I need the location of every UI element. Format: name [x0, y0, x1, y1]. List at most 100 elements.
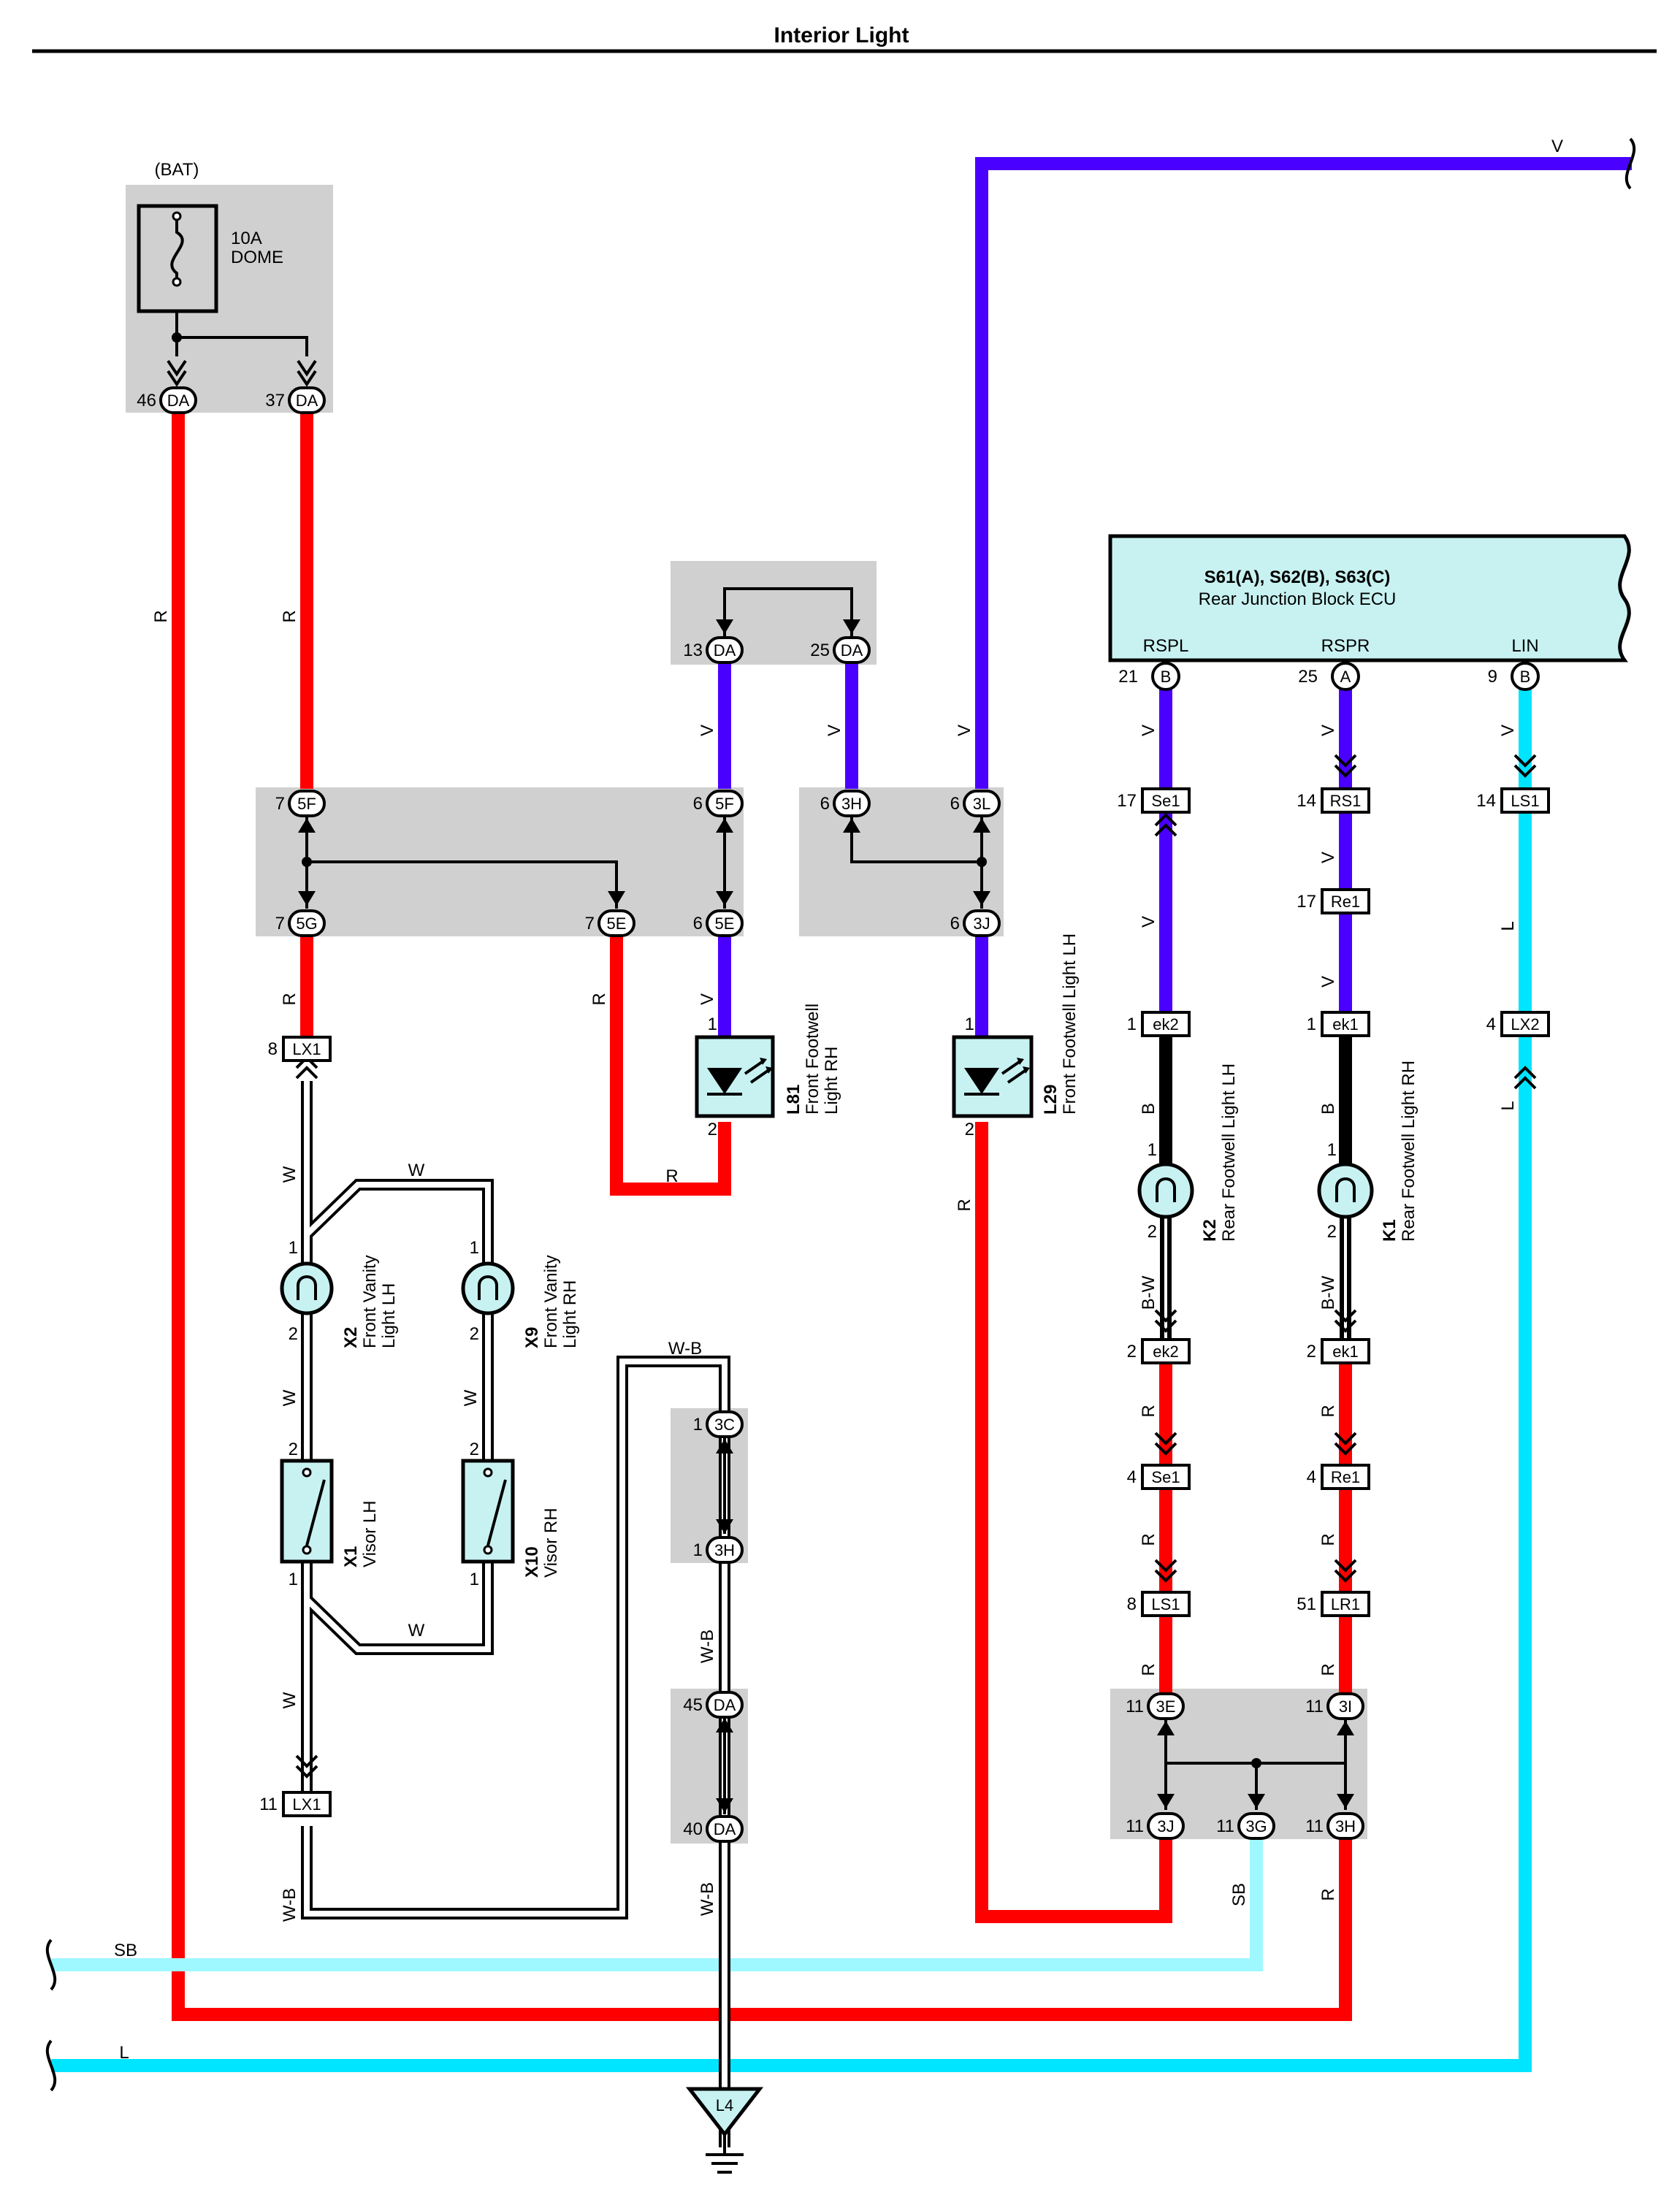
svg-text:46: 46 [137, 391, 156, 410]
wire-label: W-B [280, 1888, 299, 1922]
svg-text:3C: 3C [714, 1416, 735, 1434]
wire-label: R [1139, 1663, 1158, 1676]
wire-label: V [1498, 725, 1518, 736]
svg-text:LX2: LX2 [1511, 1015, 1539, 1034]
ecu-title: S61(A), S62(B), S63(C) [1204, 568, 1391, 587]
svg-text:11: 11 [1216, 1816, 1234, 1836]
svg-text:17: 17 [1117, 791, 1137, 811]
svg-text:3I: 3I [1339, 1697, 1352, 1716]
svg-text:K1: K1 [1380, 1219, 1400, 1242]
svg-text:2: 2 [1148, 1222, 1157, 1242]
svg-text:40: 40 [683, 1819, 703, 1839]
wire-label: R [955, 1199, 974, 1211]
svg-text:2: 2 [708, 1120, 717, 1139]
wire-label: B [1139, 1103, 1158, 1115]
connector-6-5f: 5F6 [693, 790, 744, 817]
svg-text:1: 1 [965, 1015, 974, 1034]
wire-label: R [1318, 1405, 1338, 1417]
fuse-block [126, 185, 333, 413]
wire-breaks [45, 137, 1636, 2092]
svg-text:DA: DA [714, 641, 736, 660]
wire-label: R [280, 993, 299, 1005]
svg-text:14: 14 [1297, 791, 1316, 811]
svg-text:10A: 10A [231, 229, 262, 248]
ecu-rear-junction-block: S61(A), S62(B), S63(C) Rear Junction Blo… [1108, 534, 1631, 691]
svg-text:Rear Footwell Light RH: Rear Footwell Light RH [1399, 1061, 1419, 1242]
svg-text:37: 37 [265, 391, 285, 410]
svg-text:X2: X2 [341, 1327, 361, 1348]
page-title: Interior Light [774, 23, 909, 47]
svg-text:6: 6 [950, 794, 960, 814]
svg-text:1: 1 [1307, 1015, 1316, 1034]
svg-text:LR1: LR1 [1331, 1595, 1360, 1613]
ecu-name: Rear Junction Block ECU [1199, 589, 1397, 609]
ecu-pin-lin: LIN [1511, 636, 1538, 656]
svg-text:Rear Footwell Light LH: Rear Footwell Light LH [1219, 1063, 1239, 1242]
wire-label: L [1498, 921, 1518, 931]
connector-11-3e: 3E 11 [1126, 1692, 1185, 1720]
wire-label: L [119, 2043, 129, 2063]
wire-label: W-B [698, 1882, 717, 1916]
svg-text:6: 6 [693, 914, 703, 933]
junction-arrows [298, 619, 1354, 1813]
connector-6-5e: 5E 6 [693, 909, 744, 937]
light-l81: L81 Front Footwell Light RH [695, 1004, 841, 1118]
svg-text:3E: 3E [1156, 1697, 1176, 1716]
svg-text:3H: 3H [841, 795, 862, 813]
svg-text:11: 11 [259, 1795, 278, 1814]
ecu-pin-rspl: RSPL [1143, 636, 1189, 656]
junction-dots [302, 857, 1261, 1768]
switch-x10: X10 Visor RH [461, 1459, 561, 1578]
wire-label: W [280, 1692, 299, 1708]
connector-7-5e: 5E7 [585, 909, 635, 937]
connector-7-5f: 5F7 [275, 790, 326, 817]
svg-text:3L: 3L [973, 795, 990, 813]
svg-text:RS1: RS1 [1330, 792, 1362, 810]
wire-label: V [825, 725, 844, 736]
svg-text:(BAT): (BAT) [155, 160, 199, 180]
wire-label: R [151, 610, 171, 622]
svg-text:11: 11 [1126, 1697, 1144, 1716]
svg-text:2: 2 [965, 1120, 974, 1139]
svg-text:X10: X10 [522, 1546, 542, 1578]
ecu-pin-9: 9 B [1488, 662, 1540, 691]
wire-v-top [975, 157, 1632, 789]
wire-label: W [408, 1621, 425, 1640]
svg-text:DA: DA [714, 1820, 736, 1838]
svg-text:LS1: LS1 [1151, 1595, 1180, 1613]
svg-text:Front Footwell: Front Footwell [803, 1004, 822, 1115]
svg-text:1: 1 [470, 1570, 479, 1589]
wire-label: V [698, 725, 717, 736]
connector-6-3h: 3H6 [820, 790, 871, 817]
svg-text:Se1: Se1 [1151, 792, 1180, 810]
wire-label: B-W [1139, 1275, 1158, 1310]
svg-text:L81: L81 [784, 1085, 803, 1115]
svg-text:5F: 5F [297, 795, 316, 813]
svg-text:1: 1 [693, 1415, 703, 1434]
svg-text:1: 1 [289, 1238, 298, 1258]
wire-label: W [280, 1389, 299, 1406]
svg-text:3H: 3H [1335, 1817, 1356, 1835]
bulb-k2: K2 Rear Footwell Light LH [1137, 1063, 1239, 1242]
svg-text:7: 7 [275, 914, 285, 933]
connector-7-5g: 5G7 [275, 909, 326, 937]
svg-text:9: 9 [1488, 667, 1497, 687]
wire-label: R [280, 610, 299, 622]
svg-text:8: 8 [268, 1039, 278, 1059]
svg-text:5E: 5E [715, 914, 735, 933]
wire-label: W [280, 1166, 299, 1183]
connector-1-3c: 3C 1 [693, 1410, 744, 1438]
svg-text:Light RH: Light RH [822, 1047, 841, 1115]
